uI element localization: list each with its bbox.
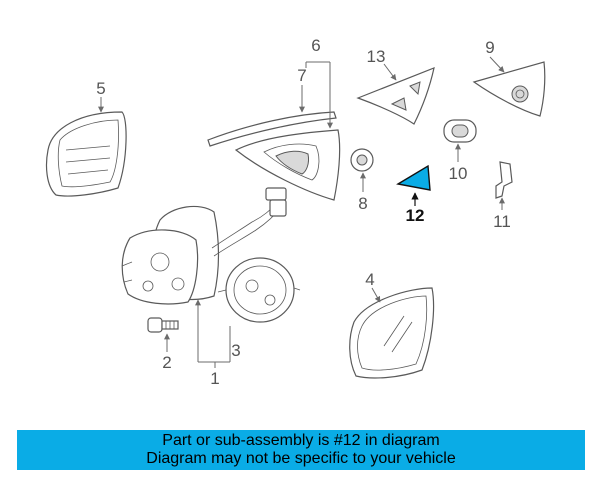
part-12-highlighted	[396, 164, 431, 191]
part-4-mirror-glass	[349, 287, 435, 379]
callout-10: 10	[449, 164, 468, 183]
callout-7: 7	[297, 66, 306, 85]
callout-6: 6	[311, 36, 320, 55]
part-10-grommet	[443, 119, 477, 143]
callout-9: 9	[485, 38, 494, 57]
part-7-strip	[207, 111, 337, 147]
callout-2: 2	[162, 353, 171, 372]
part-11-bracket	[495, 161, 513, 199]
callout-1: 1	[210, 369, 219, 388]
part-5-mirror-cover	[45, 111, 127, 197]
callout-12: 12	[406, 206, 425, 225]
callout-3: 3	[231, 341, 240, 360]
banner-line-2: Diagram may not be specific to your vehi…	[146, 450, 456, 467]
part-6-garnish	[234, 129, 341, 201]
callout-13: 13	[367, 47, 386, 66]
part-2-screw	[147, 317, 179, 333]
banner-line-1: Part or sub-assembly is #12 in diagram	[162, 432, 440, 449]
info-banner: Part or sub-assembly is #12 in diagram D…	[17, 430, 585, 470]
part-3-actuator	[217, 257, 301, 323]
part-9-inner-trim	[472, 61, 546, 117]
callout-4: 4	[365, 270, 374, 289]
part-1-mirror-base	[121, 187, 287, 305]
callout-8: 8	[358, 194, 367, 213]
part-13-panel	[356, 67, 435, 125]
callout-5: 5	[96, 79, 105, 98]
part-8-bushing	[350, 148, 374, 172]
callout-11: 11	[493, 212, 511, 231]
